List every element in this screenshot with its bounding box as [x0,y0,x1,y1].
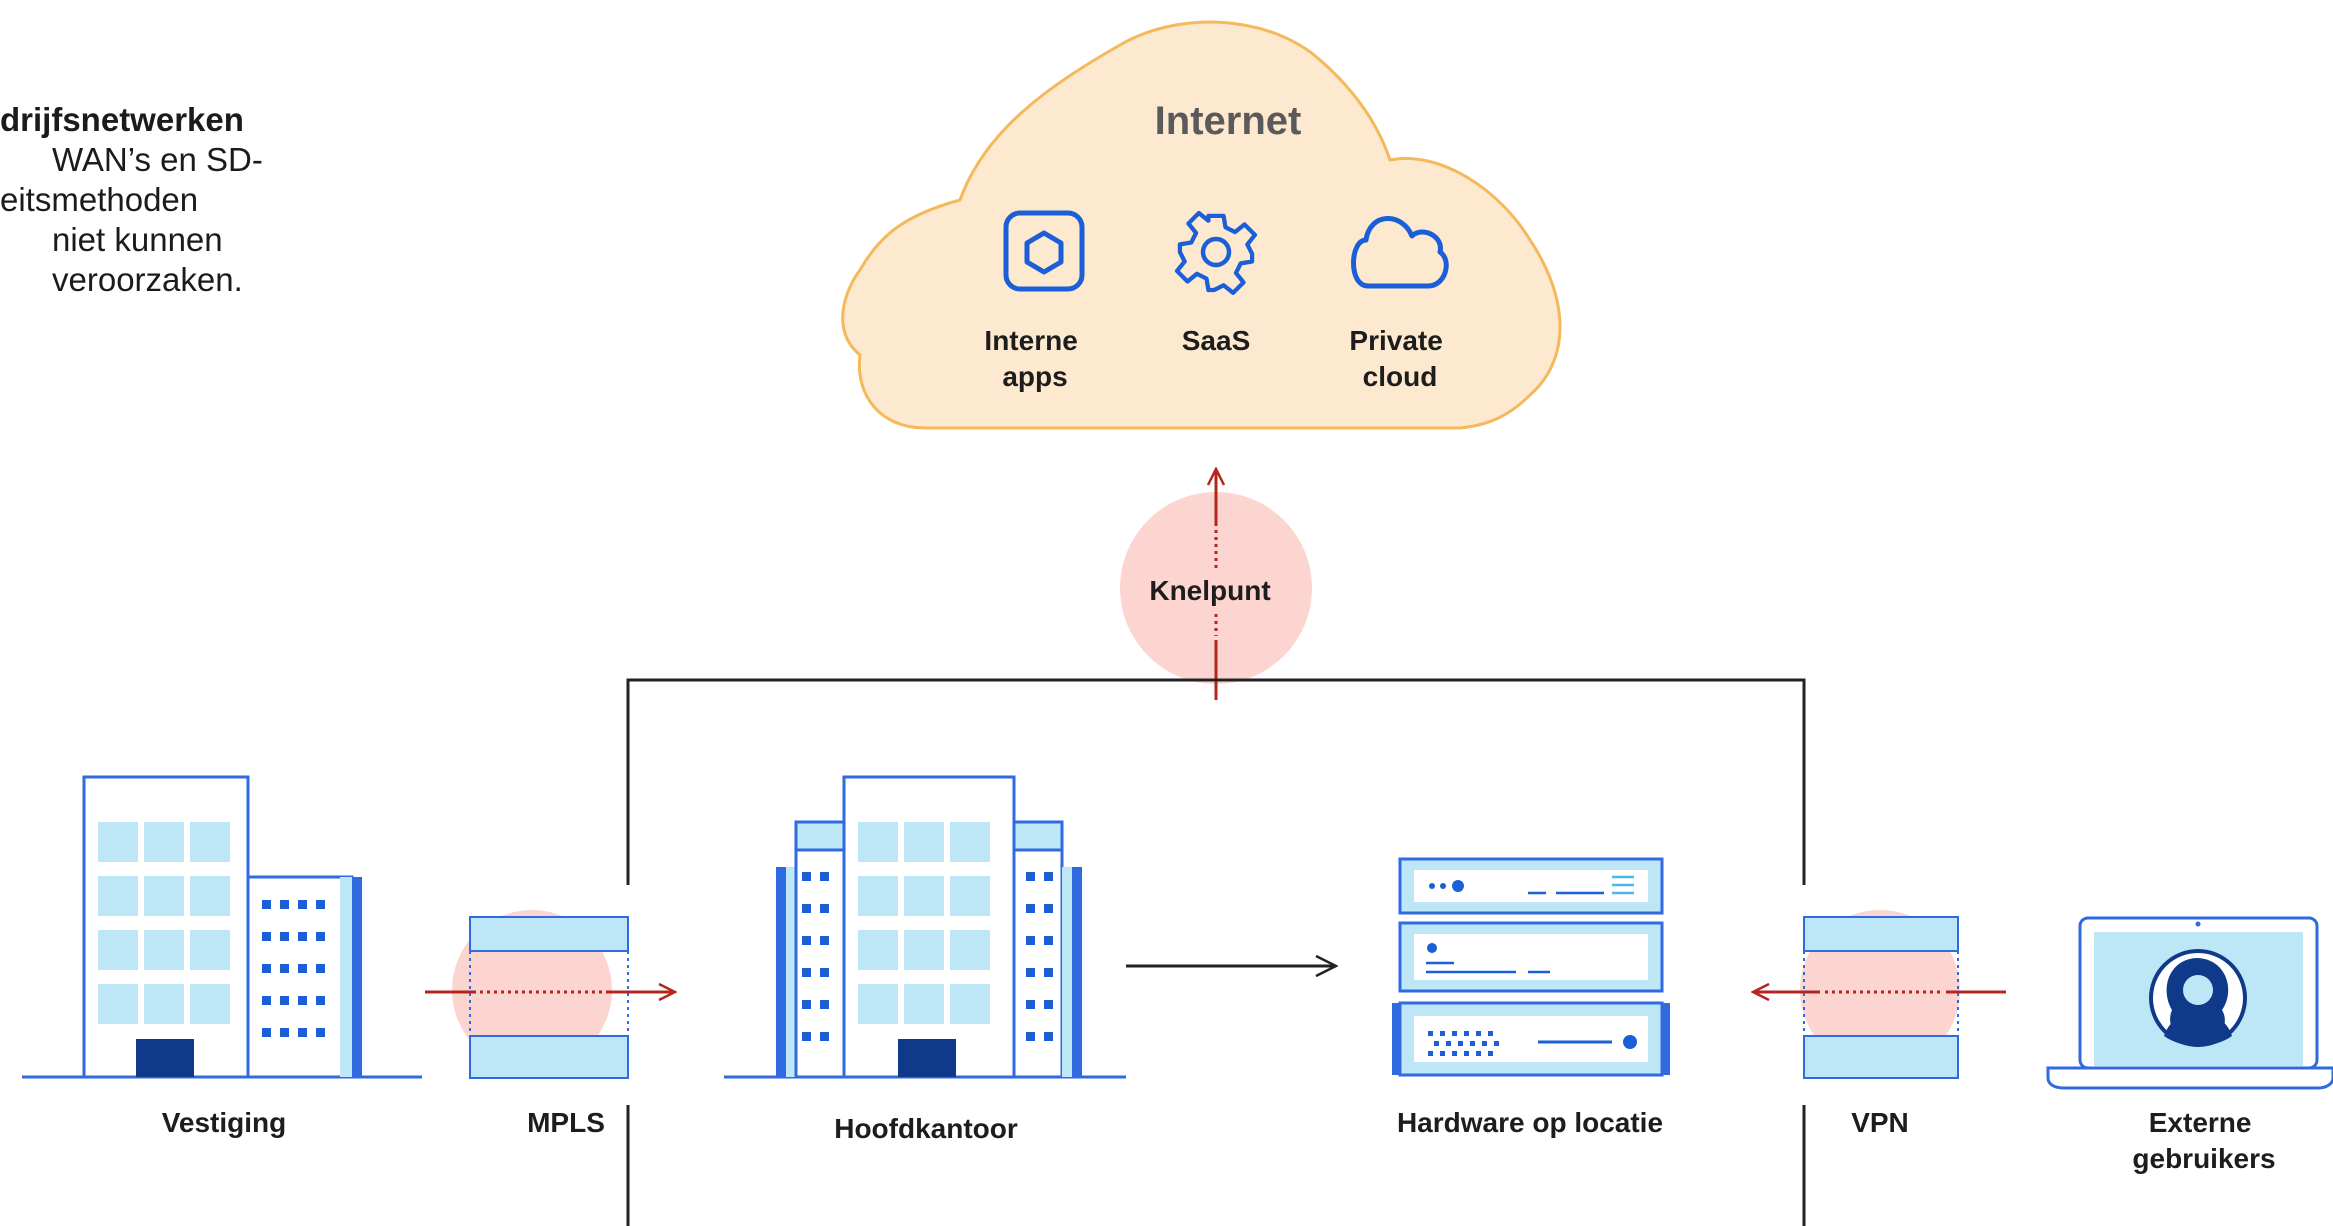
intro-line: niet kunnen [52,221,223,258]
hardware-label: Hardware op locatie [1397,1107,1663,1138]
hardware-rack [1392,857,1670,1077]
gear-icon [1174,210,1258,295]
vpn-label: VPN [1851,1107,1909,1138]
service-label-private-cloud: Private cloud [1349,325,1450,392]
server-unit [1398,921,1664,993]
cloud-shape [841,20,1562,430]
bottleneck-label: Knelpunt [1149,575,1270,606]
mpls-label: MPLS [527,1107,605,1138]
bottleneck-circle [1120,492,1312,684]
headquarters-label: Hoofdkantoor [834,1113,1018,1144]
service-label-saas: SaaS [1182,325,1251,356]
user-avatar-icon [2149,949,2247,1047]
external-users-label: Externe gebruikers [2132,1107,2275,1174]
server-unit [1392,1001,1670,1077]
vpn-tunnel [1754,910,2006,1079]
server-unit [1398,857,1664,915]
cloud-icon [1351,216,1449,289]
intro-line: drijfsnetwerken [0,101,244,138]
intro-paragraph: drijfsnetwerken WAN’s en SD- eitsmethode… [0,100,340,300]
hexagon-app-icon [1003,210,1085,292]
branch-label: Vestiging [162,1107,286,1138]
intro-line: veroorzaken. [52,261,243,298]
cloud-title: Internet [1155,99,1302,143]
mpls-tunnel [425,910,674,1079]
laptop-icon [2046,916,2333,1090]
door [136,1039,194,1077]
door [898,1039,956,1077]
intro-line: eitsmethoden [0,181,199,218]
intro-line: WAN’s en SD- [52,141,263,178]
branch-building [22,775,422,1079]
bottleneck: Knelpunt [1120,470,1312,700]
headquarters-building [724,775,1126,1079]
service-label-interne-apps: Interne apps [984,325,1085,392]
network-lines [626,678,1806,1226]
internet-cloud: Internet Interne apps SaaS Private cloud [841,20,1562,430]
